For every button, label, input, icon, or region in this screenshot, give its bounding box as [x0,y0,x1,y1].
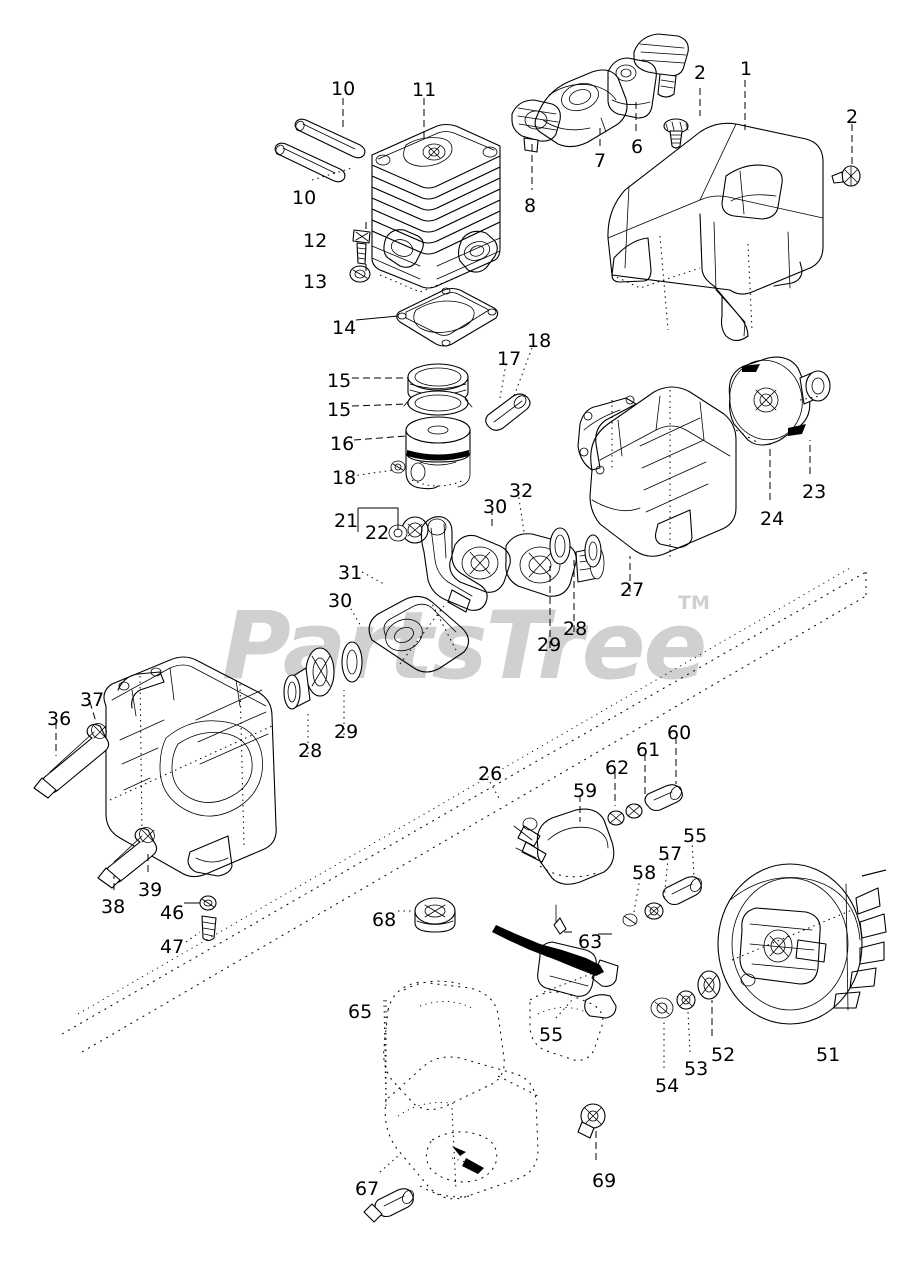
callout-14: 14 [332,317,357,339]
part-wrist-pin [485,393,531,431]
callout-61: 61 [636,739,661,761]
part-lower-housing [363,897,606,1223]
callout-18b: 18 [332,467,357,489]
part-coil-bolt-55 [662,876,702,906]
callout-6: 6 [631,136,644,158]
part-piston [390,416,471,490]
callout-60: 60 [667,722,692,744]
part-small-hardware-46 [199,895,217,911]
callout-18a: 18 [527,330,552,352]
callout-55b: 55 [539,1024,564,1046]
part-cylinder-stud-upper [294,118,366,159]
part-crankcase-bolt-upper [33,722,110,799]
part-cover-screw-right [831,165,861,187]
callout-11: 11 [412,79,437,101]
part-crank-seal-right [584,534,602,568]
part-piston-circlip [390,460,406,474]
callout-2a: 2 [694,62,707,84]
callout-2b: 2 [846,106,859,128]
callout-54: 54 [655,1075,680,1097]
callout-12: 12 [303,230,328,252]
part-coil-bolt-60 [644,784,683,812]
callout-23: 23 [802,481,827,503]
part-crank-seal-left [341,641,363,683]
callout-53: 53 [684,1058,709,1080]
callout-37: 37 [80,689,105,711]
callout-39: 39 [138,879,163,901]
part-cylinder-bolt [352,229,371,265]
callout-24: 24 [760,508,785,530]
callout-16: 16 [330,433,355,455]
callout-15a: 15 [327,370,352,392]
callout-29b: 29 [334,721,359,743]
callout-13: 13 [303,271,328,293]
leader-lines [55,80,887,1173]
callout-55a: 55 [683,825,708,847]
part-small-hardware-47 [201,915,217,942]
callout-31: 31 [338,562,363,584]
callout-30a: 30 [483,496,508,518]
callout-10b: 10 [292,187,317,209]
callout-65: 65 [348,1001,373,1023]
callout-30b: 30 [328,590,353,612]
callout-10a: 10 [331,78,356,100]
part-clutch-drum [728,356,831,446]
part-flywheel [650,863,887,1025]
callout-67: 67 [355,1178,380,1200]
callout-22: 22 [365,522,390,544]
callout-32: 32 [509,480,534,502]
part-crankcase-right [577,386,737,560]
callout-29a: 29 [537,634,562,656]
callout-28a: 28 [563,618,588,640]
callout-58: 58 [632,862,657,884]
callout-26: 26 [478,763,503,785]
part-housing-cap [414,897,456,933]
callout-17: 17 [497,348,522,370]
callout-27: 27 [620,579,645,601]
callout-69: 69 [592,1170,617,1192]
callout-8: 8 [524,195,537,217]
part-spark-plug [511,99,561,153]
callout-46: 46 [160,902,185,924]
part-housing-screw [577,1103,606,1139]
callout-63: 63 [578,931,603,953]
part-engine-cover [607,118,861,342]
callout-28b: 28 [298,740,323,762]
callout-47: 47 [160,936,185,958]
callout-68: 68 [372,909,397,931]
callout-21: 21 [334,510,359,532]
callout-52: 52 [711,1044,736,1066]
part-coil-screw-b [625,803,643,819]
part-piston-rings [403,363,473,416]
part-muffler-assembly [534,33,689,148]
part-flywheel-key [650,997,674,1019]
part-coil-screw-a [607,810,625,826]
part-cover-screw-upper [663,118,689,149]
callout-7: 7 [594,150,607,172]
part-harness-boundary [61,567,867,1053]
part-ignition-assembly [492,784,702,1019]
part-cylinder-stud-lower [274,142,346,183]
callout-38: 38 [101,896,126,918]
callout-62: 62 [605,757,630,779]
part-flywheel-nut [697,970,721,1000]
callout-57: 57 [658,843,683,865]
callout-51: 51 [816,1044,841,1066]
part-cylinder-washer [349,265,371,283]
callout-59: 59 [573,780,598,802]
part-crankcase-left [33,641,363,942]
callout-15b: 15 [327,399,352,421]
part-cylinder-assembly [274,118,501,293]
part-housing-bolt [363,1188,414,1223]
part-flywheel-washer [676,990,696,1010]
callout-1: 1 [740,58,753,80]
part-cylinder-fins [371,155,501,255]
part-main-bearing-left [283,647,335,710]
part-main-bearing-right [549,527,571,565]
part-crankshaft-assembly [368,516,605,673]
callout-36: 36 [47,708,72,730]
part-coil-screw-57 [644,902,664,920]
